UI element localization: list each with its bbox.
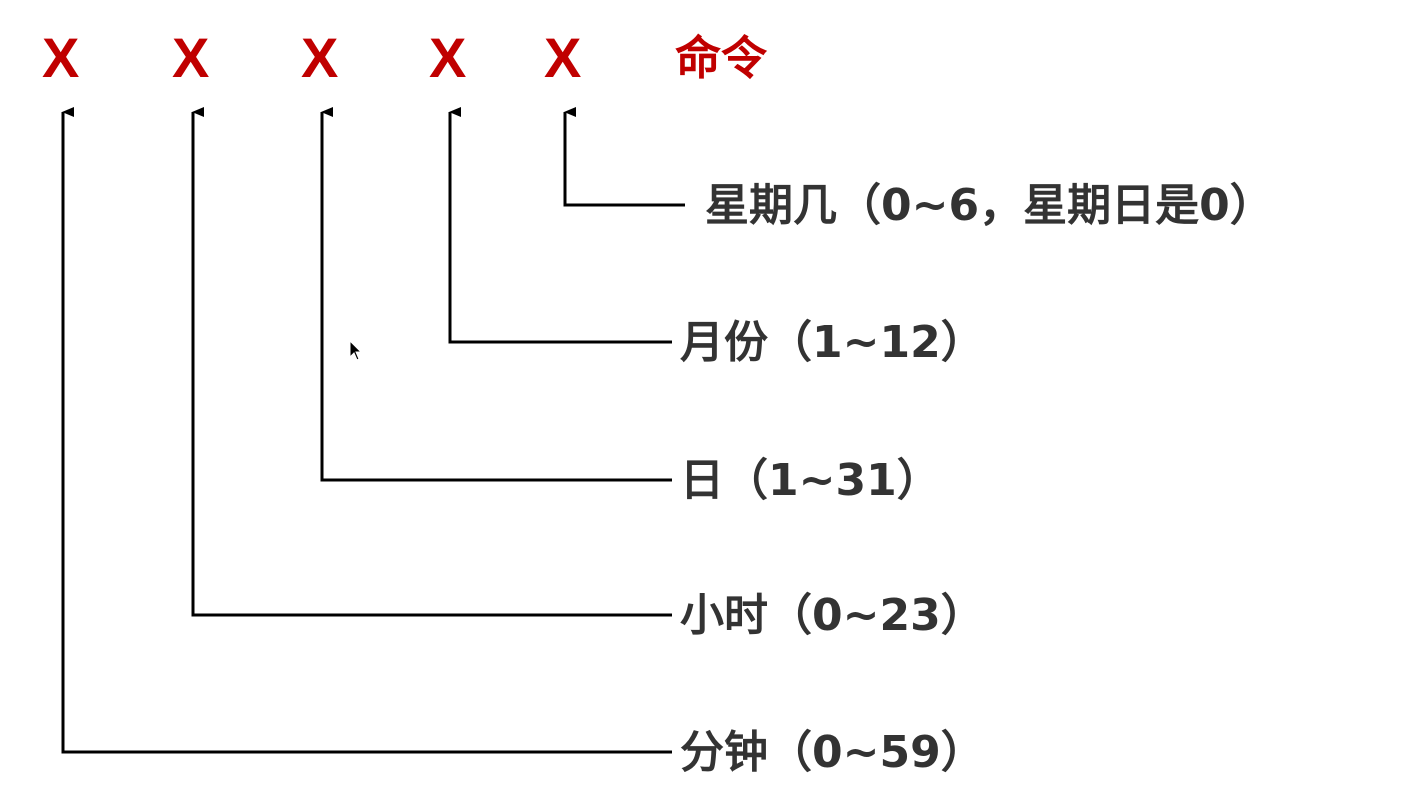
command-label: 命令 bbox=[675, 31, 767, 85]
month-arrow bbox=[448, 107, 672, 344]
month-label: 月份（1~12） bbox=[680, 317, 985, 368]
weekday-arrow bbox=[563, 107, 685, 207]
weekday-field: X bbox=[544, 26, 582, 89]
hour-field: X bbox=[172, 26, 210, 89]
month-field: X bbox=[429, 26, 467, 89]
mouse-cursor-icon bbox=[349, 339, 363, 361]
minute-arrow bbox=[61, 107, 672, 754]
minute-label: 分钟（0~59） bbox=[680, 727, 985, 778]
weekday-label: 星期几（0~6，星期日是0） bbox=[705, 180, 1274, 231]
day-arrow bbox=[320, 107, 672, 482]
hour-label: 小时（0~23） bbox=[680, 590, 985, 641]
day-label: 日（1~31） bbox=[680, 455, 941, 506]
day-field: X bbox=[301, 26, 339, 89]
minute-field: X bbox=[42, 26, 80, 89]
hour-arrow bbox=[191, 107, 672, 617]
